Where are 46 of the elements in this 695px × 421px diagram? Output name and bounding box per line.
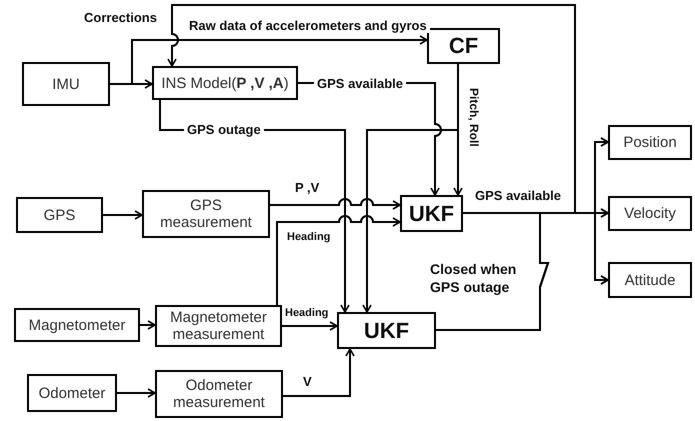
node-label: Velocity — [624, 205, 676, 222]
node-label: CF — [448, 33, 478, 59]
arrow — [270, 198, 401, 210]
node-label: Odometer measurement — [172, 377, 266, 411]
arrow — [140, 320, 156, 330]
edge-label: GPS available — [314, 76, 406, 91]
arrow — [276, 215, 401, 305]
edge-label: Corrections — [84, 10, 157, 25]
node-label: Magnetometer — [28, 316, 126, 334]
edge-label: V — [303, 374, 312, 389]
edge-label: Heading — [287, 230, 330, 245]
node-label: Magnetometer measurement — [169, 309, 268, 343]
process-box — [152, 66, 298, 100]
edge-label: Pitch, Roll — [466, 88, 481, 147]
process-box — [155, 305, 282, 347]
node-label: Odometer — [38, 384, 106, 402]
edge-label: Heading — [285, 306, 328, 321]
process-box — [16, 197, 103, 233]
node-label: GPS — [44, 206, 76, 224]
node-label: UKF — [408, 200, 454, 226]
arrow — [282, 321, 338, 331]
arrow — [117, 388, 156, 398]
arrow — [167, 4, 576, 214]
edge-label: P ,V — [295, 180, 320, 195]
process-box — [608, 262, 692, 298]
process-box — [14, 308, 140, 342]
process-box — [22, 62, 110, 106]
node-label: Position — [623, 134, 677, 151]
node-label: GPS measurement — [159, 197, 253, 231]
filter-box — [427, 28, 500, 64]
node-label: IMU — [52, 76, 80, 92]
node-label: UKF — [364, 318, 410, 344]
process-box — [142, 190, 270, 238]
edge-label: GPS outage — [184, 122, 264, 137]
node-label: INS Model(P ,V ,A) — [161, 74, 289, 92]
process-box — [27, 374, 117, 412]
arrow — [283, 348, 355, 397]
arrow — [110, 35, 428, 85]
filter-box — [400, 195, 463, 232]
arrow — [103, 210, 143, 220]
process-box — [608, 196, 692, 231]
process-box — [608, 125, 692, 160]
process-box — [155, 370, 283, 418]
node-label: Attitude — [624, 272, 676, 288]
arrow — [362, 64, 459, 313]
filter-box — [337, 312, 436, 349]
